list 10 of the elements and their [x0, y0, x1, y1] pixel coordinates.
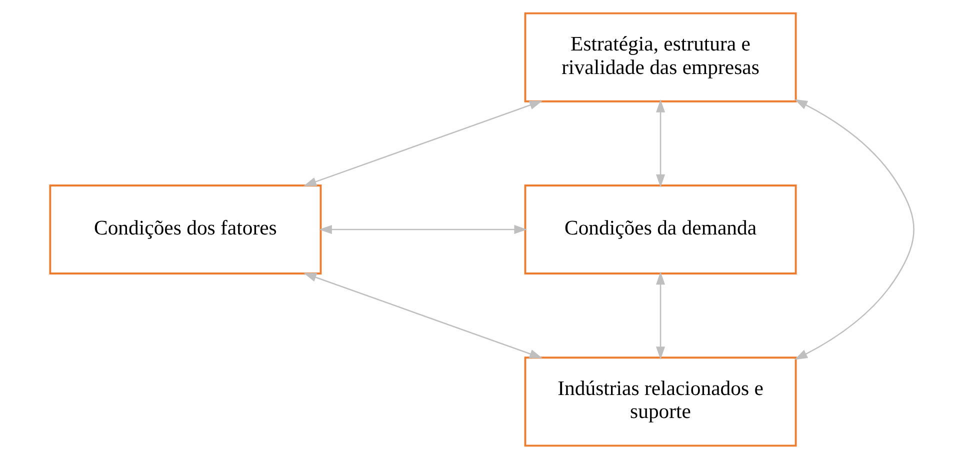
arrow [656, 99, 665, 188]
node-box: Condições da demanda [524, 184, 796, 274]
node-box: Indústrias relacionados e suporte [524, 356, 796, 447]
node-box: Estratégia, estrutura e rivalidade das empresas [524, 12, 796, 102]
arrow [302, 272, 542, 358]
node-box: Condições dos fatores [48, 184, 322, 274]
arrow [302, 100, 542, 186]
arrow [318, 224, 527, 234]
arrow [794, 99, 914, 360]
arrow [656, 272, 665, 360]
